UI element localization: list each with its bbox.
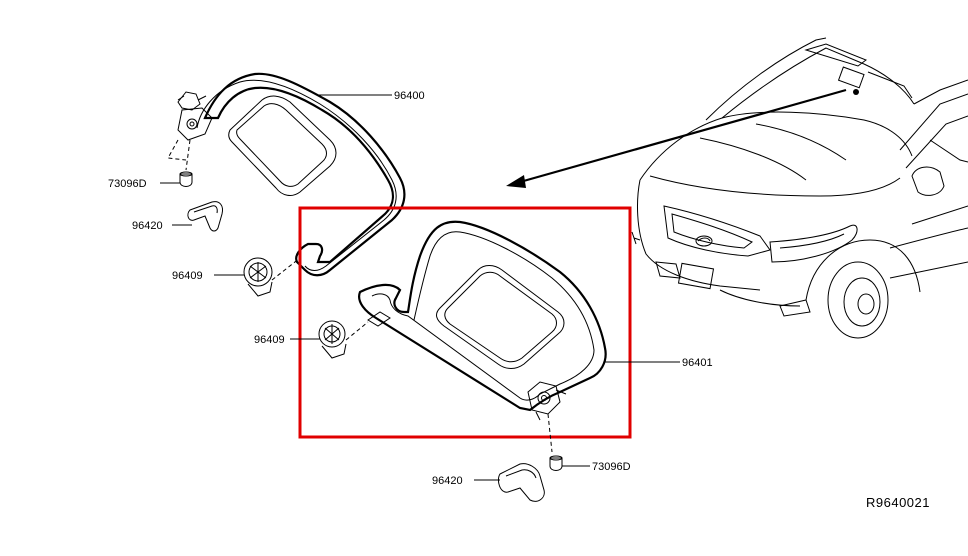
- clip-left: [179, 171, 193, 187]
- label-cover-left: 96420: [132, 220, 163, 232]
- leader-lines: [160, 94, 680, 481]
- label-visor-right: 96401: [682, 357, 713, 369]
- sun-visor-right: [358, 220, 607, 412]
- reference-code: R9640021: [866, 495, 930, 510]
- holder-right: [318, 320, 369, 359]
- location-arrow: [506, 88, 847, 188]
- label-holder-left: 96409: [172, 270, 203, 282]
- cover-right: [497, 463, 545, 502]
- clip-right: [549, 455, 563, 471]
- label-clip-left: 73096D: [108, 178, 147, 190]
- label-cover-right: 96420: [432, 475, 463, 487]
- holder-left: [243, 257, 301, 297]
- sun-visor-left: [196, 72, 406, 277]
- label-holder-right: 96409: [254, 334, 285, 346]
- car-illustration: [631, 37, 968, 339]
- cover-left: [187, 201, 223, 232]
- label-clip-right: 73096D: [592, 461, 631, 473]
- visor-pivot-left: [167, 91, 213, 171]
- label-visor-left: 96400: [394, 90, 425, 102]
- visor-pivot-right: [527, 381, 567, 453]
- highlight-box: [298, 206, 632, 439]
